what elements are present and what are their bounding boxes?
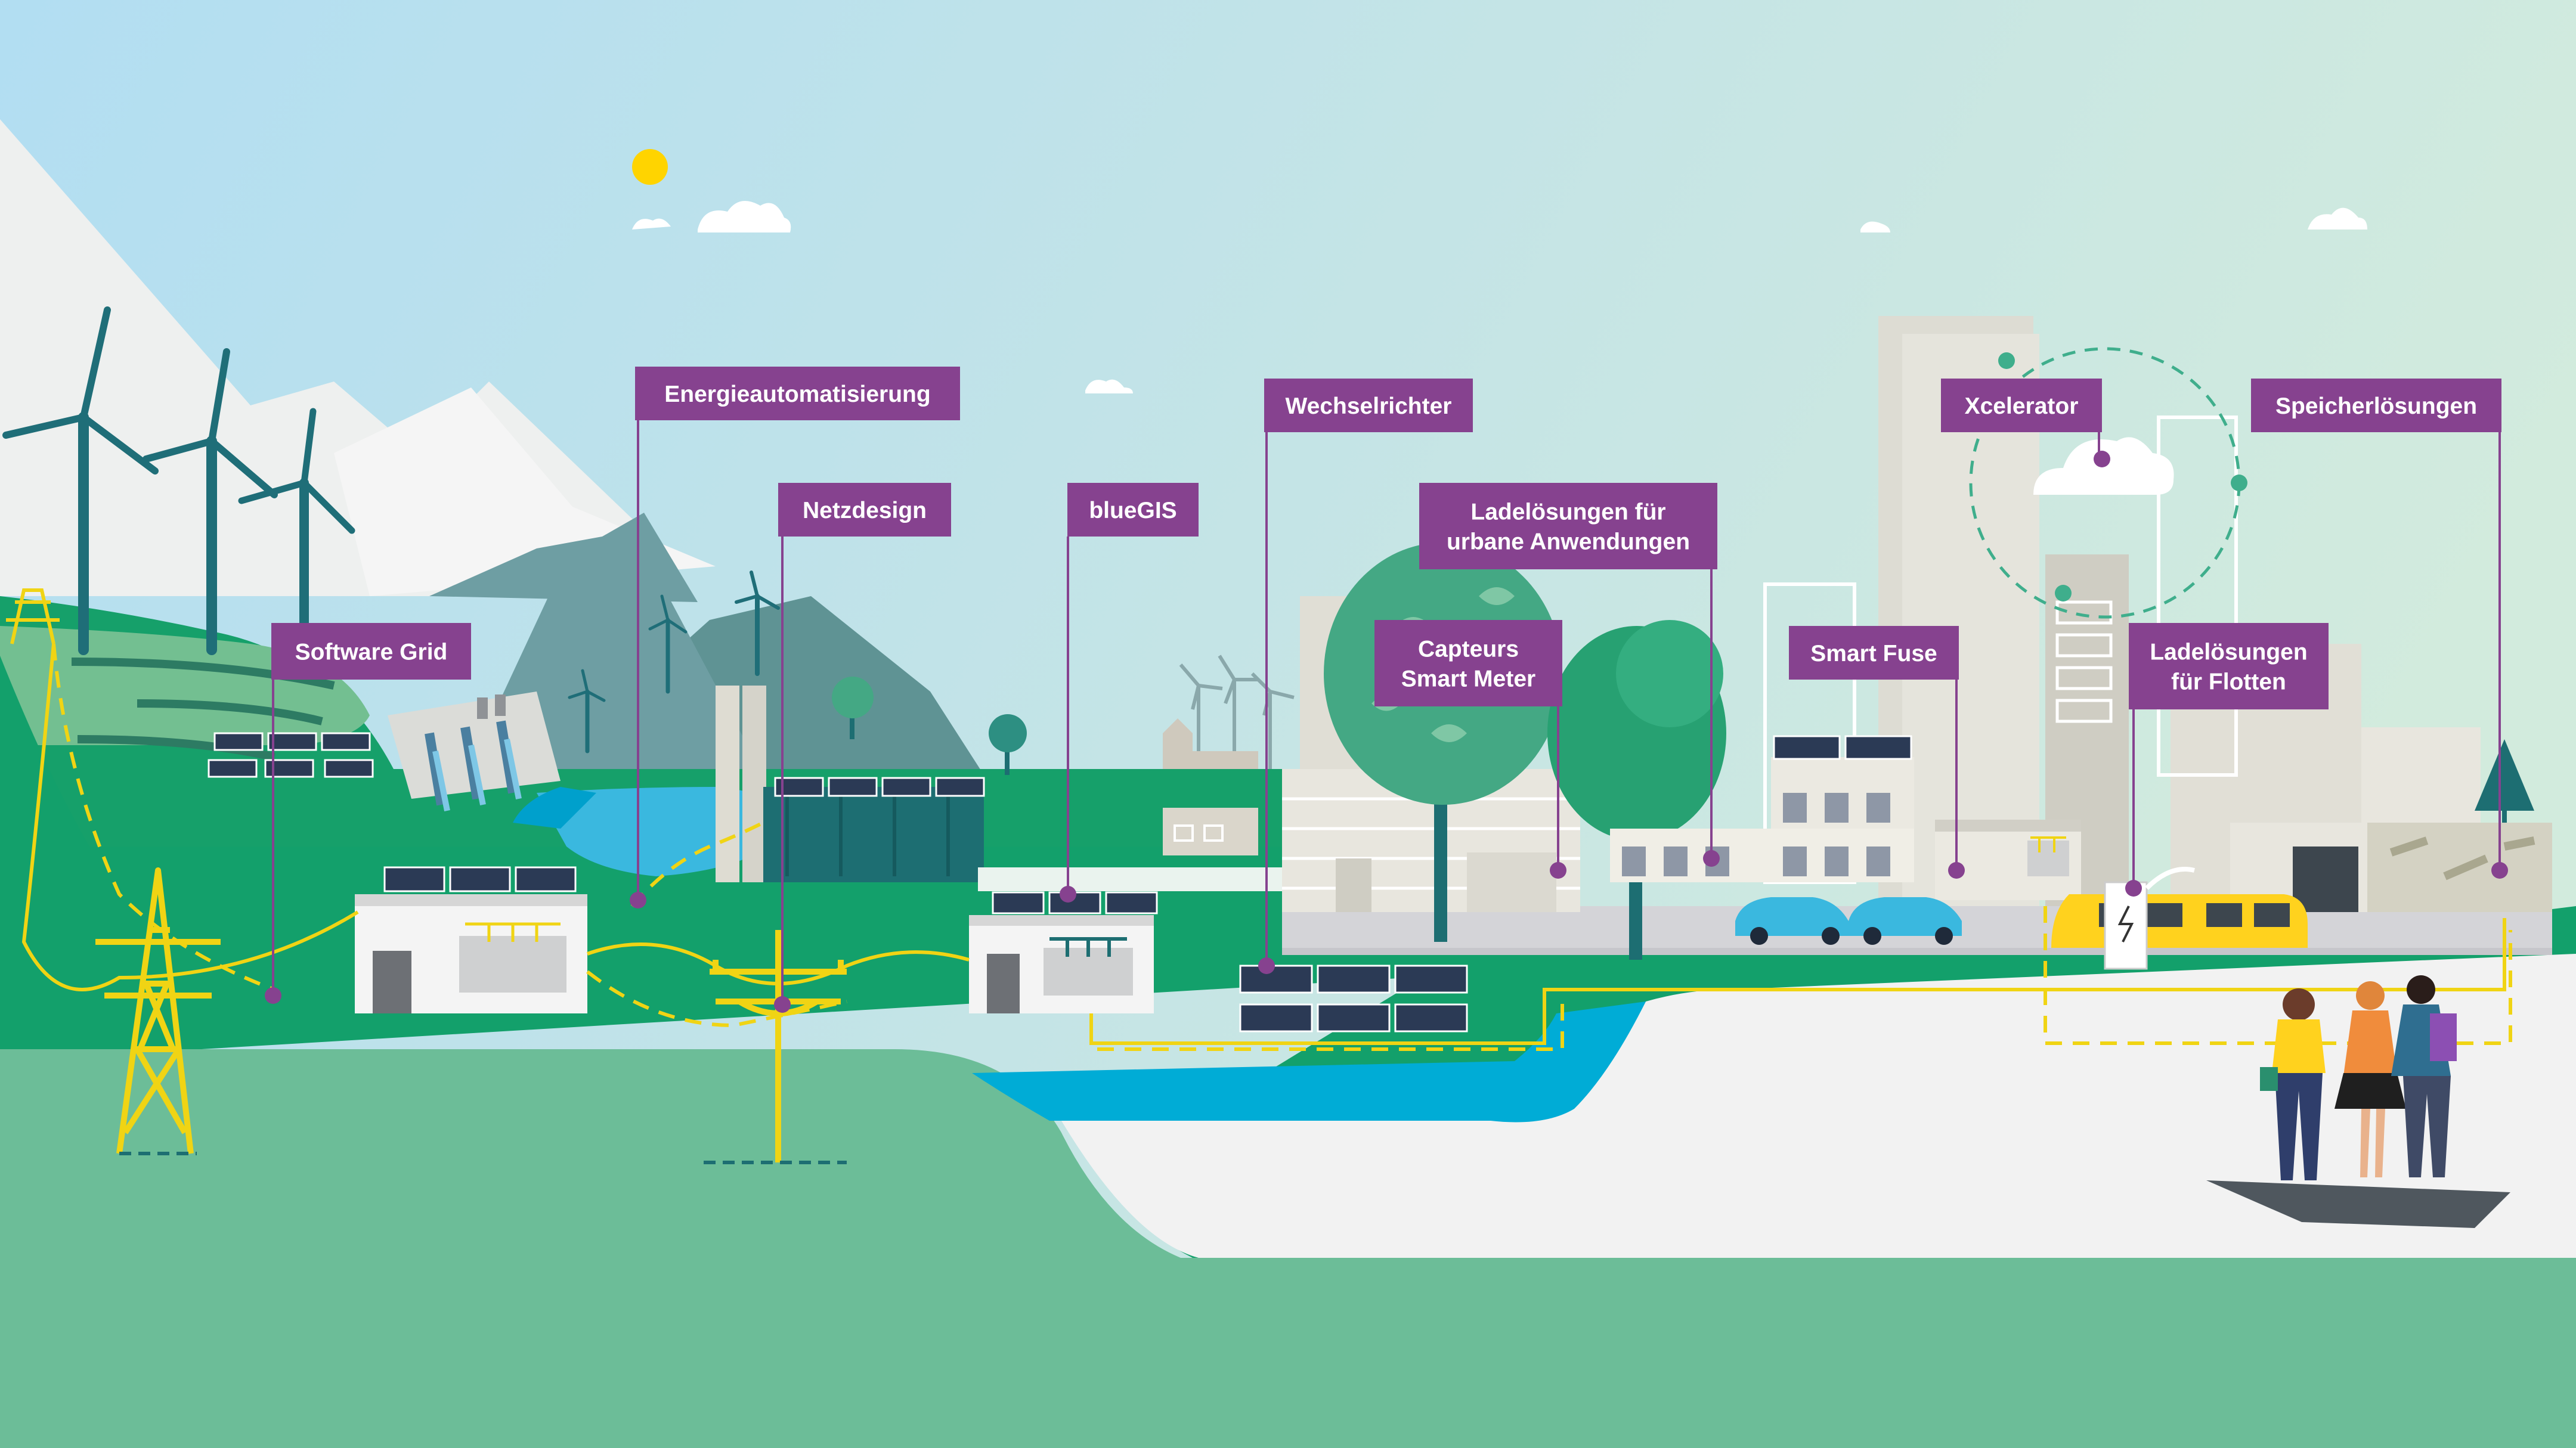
label-box <box>1419 483 1717 569</box>
label-box <box>778 483 951 537</box>
substation-left <box>355 866 587 1013</box>
charging-station-icon <box>2104 867 2195 970</box>
river <box>972 1001 1646 1123</box>
label-text: Ladelösungen für <box>1470 500 1665 525</box>
solar-panel-icon <box>208 732 374 778</box>
label-software-grid: Software Grid <box>271 623 471 680</box>
transmission-tower-icon <box>95 867 221 1155</box>
label-text: für Flotten <box>2171 669 2286 695</box>
hydro-dam <box>388 692 561 811</box>
label-text: Xcelerator <box>1965 393 2079 419</box>
label-text: Software Grid <box>295 640 448 665</box>
label-layer: Software Grid EnergieautomatisierungNetzd… <box>271 367 2501 709</box>
label-xcelerator: Xcelerator <box>1941 379 2102 432</box>
shed <box>978 808 1294 891</box>
label-text: urbane Anwendungen <box>1447 529 1690 555</box>
label-box <box>1789 626 1959 680</box>
tram-icon <box>2051 894 2308 948</box>
label-text: Energieautomatisierung <box>664 382 930 407</box>
substation-right <box>969 891 1158 1013</box>
label-connector-dots <box>265 451 2508 1013</box>
label-text: Ladelösungen <box>2150 640 2307 665</box>
power-lines <box>21 643 2512 1051</box>
label-connectors <box>272 417 2501 1004</box>
label-text: Netzdesign <box>803 498 927 523</box>
label-box <box>1067 483 1199 537</box>
label-speicherloesungen: Speicherlösungen <box>2251 379 2501 432</box>
label-text: Capteurs <box>1418 637 1519 662</box>
label-box <box>2129 623 2329 709</box>
cloud-icon <box>1998 352 2015 369</box>
label-smart-fuse: Smart Fuse <box>1789 626 1959 680</box>
farm-houses <box>1163 718 1258 769</box>
person-icon <box>2206 975 2510 1228</box>
label-energieautomatisierung: Energieautomatisierung <box>635 367 960 420</box>
solar-panel-icon <box>1239 965 1468 1032</box>
label-bluegis: blueGIS <box>1067 483 1199 537</box>
label-box <box>1941 379 2102 432</box>
label-text: Smart Meter <box>1401 666 1535 692</box>
label-box <box>2251 379 2501 432</box>
label-text: Speicherlösungen <box>2275 393 2477 419</box>
wind-turbine-icon <box>2 306 780 754</box>
label-ladeloesungen-flotten: Ladelösungen für Flotten <box>2129 623 2329 709</box>
label-text: Wechselrichter <box>1286 393 1452 419</box>
apartment-building <box>1610 735 1914 882</box>
label-text: Smart Fuse <box>1810 641 1937 666</box>
transmission-tower-icon <box>6 588 60 644</box>
sun-icon <box>632 149 668 185</box>
label-wechselrichter: Wechselrichter <box>1264 379 1473 432</box>
label-netzdesign: Netzdesign <box>778 483 951 537</box>
label-box <box>1264 379 1473 432</box>
label-box <box>1374 620 1562 706</box>
label-box <box>271 623 471 680</box>
label-text: blueGIS <box>1089 498 1176 523</box>
grass-light-foreground <box>0 1049 2576 1448</box>
car-icon <box>1735 897 1962 945</box>
white-ground <box>1061 954 2576 1258</box>
label-box <box>635 367 960 420</box>
cloud-icon <box>632 201 2367 393</box>
label-ladeloesungen-urban: Ladelösungen für urbane Anwendungen <box>1419 483 1717 569</box>
